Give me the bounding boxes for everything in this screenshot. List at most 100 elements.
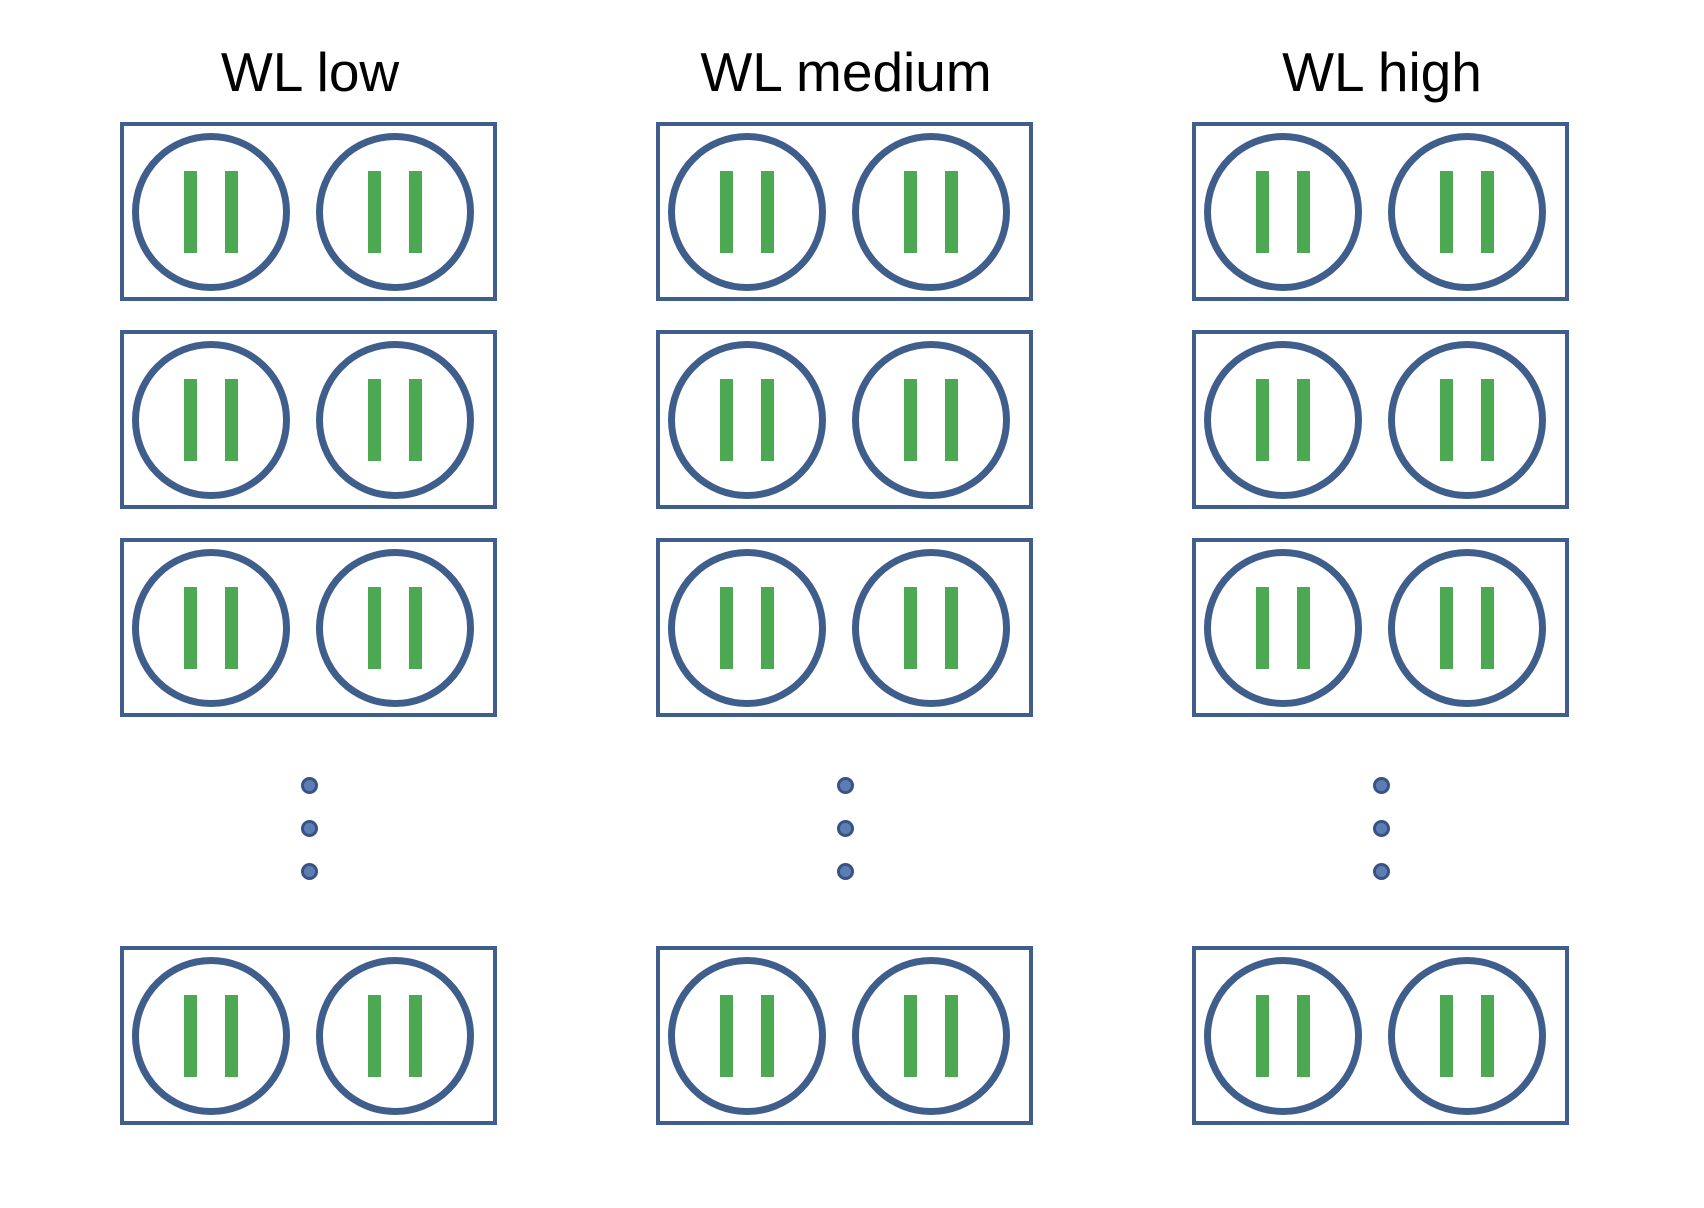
- bars-group: [1204, 549, 1362, 707]
- panel-wl-low-3[interactable]: [120, 538, 497, 717]
- bar-glyph: [1256, 378, 1269, 461]
- bar-glyph: [1297, 378, 1310, 461]
- bar-glyph: [904, 994, 917, 1077]
- bar-glyph: [761, 378, 774, 461]
- bars-group: [316, 957, 474, 1115]
- cell-wl-low-last-left[interactable]: [132, 956, 290, 1115]
- circle-icon: [316, 548, 474, 707]
- circle-icon: [1204, 340, 1362, 499]
- column-title-wl-low: WL low: [220, 41, 400, 103]
- panel-wl-high-3[interactable]: [1192, 538, 1569, 717]
- bars-group: [132, 957, 290, 1115]
- cell-wl-low-3-left[interactable]: [132, 548, 290, 707]
- circle-icon: [316, 132, 474, 291]
- bar-glyph: [225, 994, 238, 1077]
- bars-group: [1204, 957, 1362, 1115]
- circle-icon: [132, 548, 290, 707]
- bar-glyph: [761, 586, 774, 669]
- cell-wl-high-1-left[interactable]: [1204, 132, 1362, 291]
- cell-wl-low-1-left[interactable]: [132, 132, 290, 291]
- cell-wl-low-1-right[interactable]: [316, 132, 474, 291]
- vertical-ellipsis-icon: [837, 777, 867, 880]
- cell-wl-medium-last-left[interactable]: [668, 956, 826, 1115]
- bars-group: [1204, 341, 1362, 499]
- bar-glyph: [720, 378, 733, 461]
- bars-group: [852, 549, 1010, 707]
- panel-wl-high-2[interactable]: [1192, 330, 1569, 509]
- bar-glyph: [184, 378, 197, 461]
- bar-glyph: [904, 378, 917, 461]
- panel-wl-high-last[interactable]: [1192, 946, 1569, 1125]
- bar-glyph: [1440, 170, 1453, 253]
- cell-wl-high-3-right[interactable]: [1388, 548, 1546, 707]
- cell-wl-low-2-right[interactable]: [316, 340, 474, 499]
- circle-icon: [316, 956, 474, 1115]
- bar-glyph: [720, 170, 733, 253]
- cell-wl-medium-3-right[interactable]: [852, 548, 1010, 707]
- cell-wl-low-2-left[interactable]: [132, 340, 290, 499]
- bar-glyph: [409, 170, 422, 253]
- bar-glyph: [945, 994, 958, 1077]
- panel-wl-medium-1[interactable]: [656, 122, 1033, 301]
- bars-group: [852, 133, 1010, 291]
- bar-glyph: [1297, 170, 1310, 253]
- vertical-ellipsis-icon: [1373, 777, 1403, 880]
- bar-glyph: [720, 586, 733, 669]
- bar-glyph: [1256, 994, 1269, 1077]
- circle-icon: [1388, 548, 1546, 707]
- panel-wl-medium-last[interactable]: [656, 946, 1033, 1125]
- panel-wl-high-1[interactable]: [1192, 122, 1569, 301]
- cell-wl-high-last-right[interactable]: [1388, 956, 1546, 1115]
- cell-wl-high-3-left[interactable]: [1204, 548, 1362, 707]
- cell-wl-medium-1-right[interactable]: [852, 132, 1010, 291]
- bar-glyph: [720, 994, 733, 1077]
- bars-group: [668, 133, 826, 291]
- circle-icon: [316, 340, 474, 499]
- column-wl-medium: WL medium: [656, 0, 1036, 1208]
- bars-group: [132, 549, 290, 707]
- circle-icon: [668, 548, 826, 707]
- cell-wl-medium-1-left[interactable]: [668, 132, 826, 291]
- cell-wl-low-last-right[interactable]: [316, 956, 474, 1115]
- column-wl-low: WL low: [120, 0, 500, 1208]
- bars-group: [132, 133, 290, 291]
- circle-icon: [132, 132, 290, 291]
- column-title-wl-medium: WL medium: [700, 41, 992, 103]
- panel-wl-medium-2[interactable]: [656, 330, 1033, 509]
- cell-wl-low-3-right[interactable]: [316, 548, 474, 707]
- circle-icon: [852, 548, 1010, 707]
- cell-wl-high-2-left[interactable]: [1204, 340, 1362, 499]
- panel-wl-low-1[interactable]: [120, 122, 497, 301]
- circle-icon: [852, 132, 1010, 291]
- cell-wl-high-2-right[interactable]: [1388, 340, 1546, 499]
- cell-wl-medium-2-left[interactable]: [668, 340, 826, 499]
- circle-icon: [1388, 956, 1546, 1115]
- bar-glyph: [184, 994, 197, 1077]
- bar-glyph: [1440, 586, 1453, 669]
- bar-glyph: [761, 994, 774, 1077]
- bar-glyph: [1256, 586, 1269, 669]
- bar-glyph: [368, 170, 381, 253]
- bar-glyph: [409, 586, 422, 669]
- bars-group: [852, 341, 1010, 499]
- bars-group: [668, 957, 826, 1115]
- cell-wl-medium-3-left[interactable]: [668, 548, 826, 707]
- cell-wl-medium-2-right[interactable]: [852, 340, 1010, 499]
- ellipsis-dot: [837, 777, 854, 794]
- ellipsis-dot: [1373, 777, 1390, 794]
- cell-wl-medium-last-right[interactable]: [852, 956, 1010, 1115]
- bar-glyph: [945, 170, 958, 253]
- bar-glyph: [368, 378, 381, 461]
- bar-glyph: [1440, 994, 1453, 1077]
- cell-wl-high-last-left[interactable]: [1204, 956, 1362, 1115]
- ellipsis-dot: [837, 820, 854, 837]
- cell-wl-high-1-right[interactable]: [1388, 132, 1546, 291]
- ellipsis-dot: [1373, 863, 1390, 880]
- panel-wl-low-2[interactable]: [120, 330, 497, 509]
- panel-wl-low-last[interactable]: [120, 946, 497, 1125]
- bars-group: [316, 341, 474, 499]
- bar-glyph: [904, 170, 917, 253]
- circle-icon: [1204, 956, 1362, 1115]
- panel-wl-medium-3[interactable]: [656, 538, 1033, 717]
